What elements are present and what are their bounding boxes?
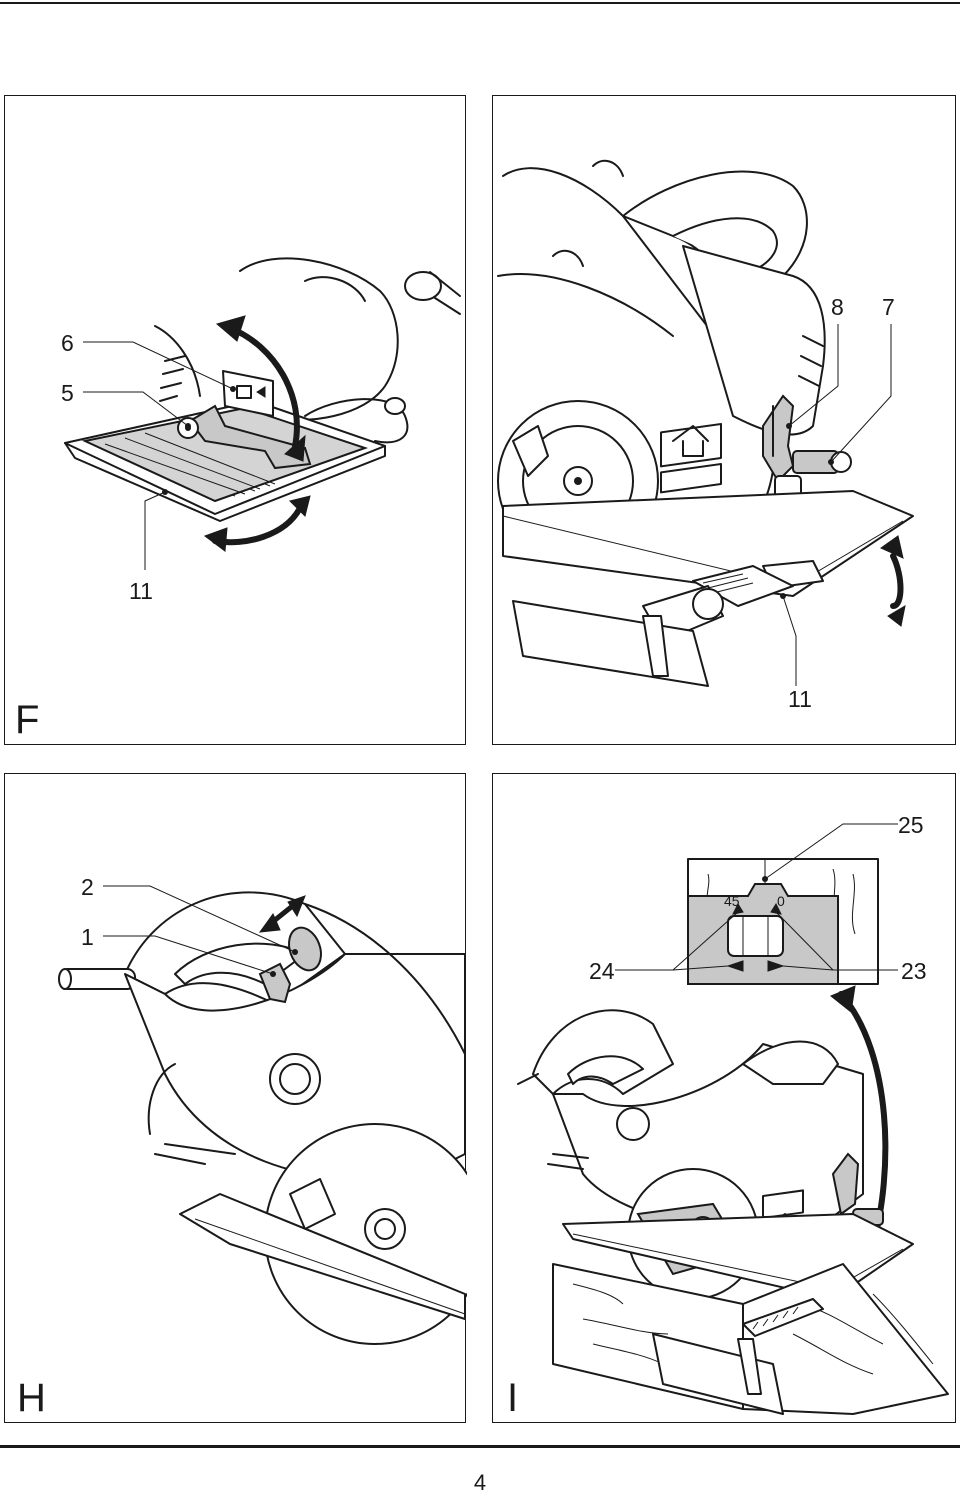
callout-5: 5 bbox=[61, 380, 74, 406]
callout-25: 25 bbox=[898, 812, 924, 838]
callout-11-g: 11 bbox=[788, 686, 812, 712]
callout-6: 6 bbox=[61, 330, 74, 356]
figure-panel-i: 45 0 25 24 23 I bbox=[492, 773, 956, 1423]
figure-label-f: F bbox=[15, 698, 40, 742]
callout-23: 23 bbox=[901, 958, 927, 984]
figure-label-h: H bbox=[17, 1376, 46, 1420]
figure-panel-g: 8 7 11 bbox=[492, 95, 956, 745]
saw-cutting-guide-illustration bbox=[517, 823, 949, 1415]
bottom-rule bbox=[0, 1445, 960, 1448]
callout-11: 11 bbox=[129, 578, 153, 604]
callout-7: 7 bbox=[882, 294, 895, 320]
scale-mark-0: 0 bbox=[777, 893, 785, 909]
callout-1: 1 bbox=[81, 924, 94, 950]
saw-depth-adjust-illustration bbox=[497, 159, 914, 687]
callout-24: 24 bbox=[589, 958, 615, 984]
page-number: 4 bbox=[473, 1470, 487, 1495]
callout-8: 8 bbox=[831, 294, 844, 320]
saw-base-bevel-illustration bbox=[64, 257, 461, 570]
figure-label-i: I bbox=[507, 1376, 519, 1420]
top-rule bbox=[0, 2, 960, 4]
figure-panel-f: 6 5 11 F bbox=[4, 95, 466, 745]
saw-lock-switch-illustration bbox=[58, 885, 467, 1345]
figure-panel-h: 2 1 H bbox=[4, 773, 467, 1423]
scale-mark-45: 45 bbox=[724, 893, 740, 909]
callout-2: 2 bbox=[81, 874, 94, 900]
